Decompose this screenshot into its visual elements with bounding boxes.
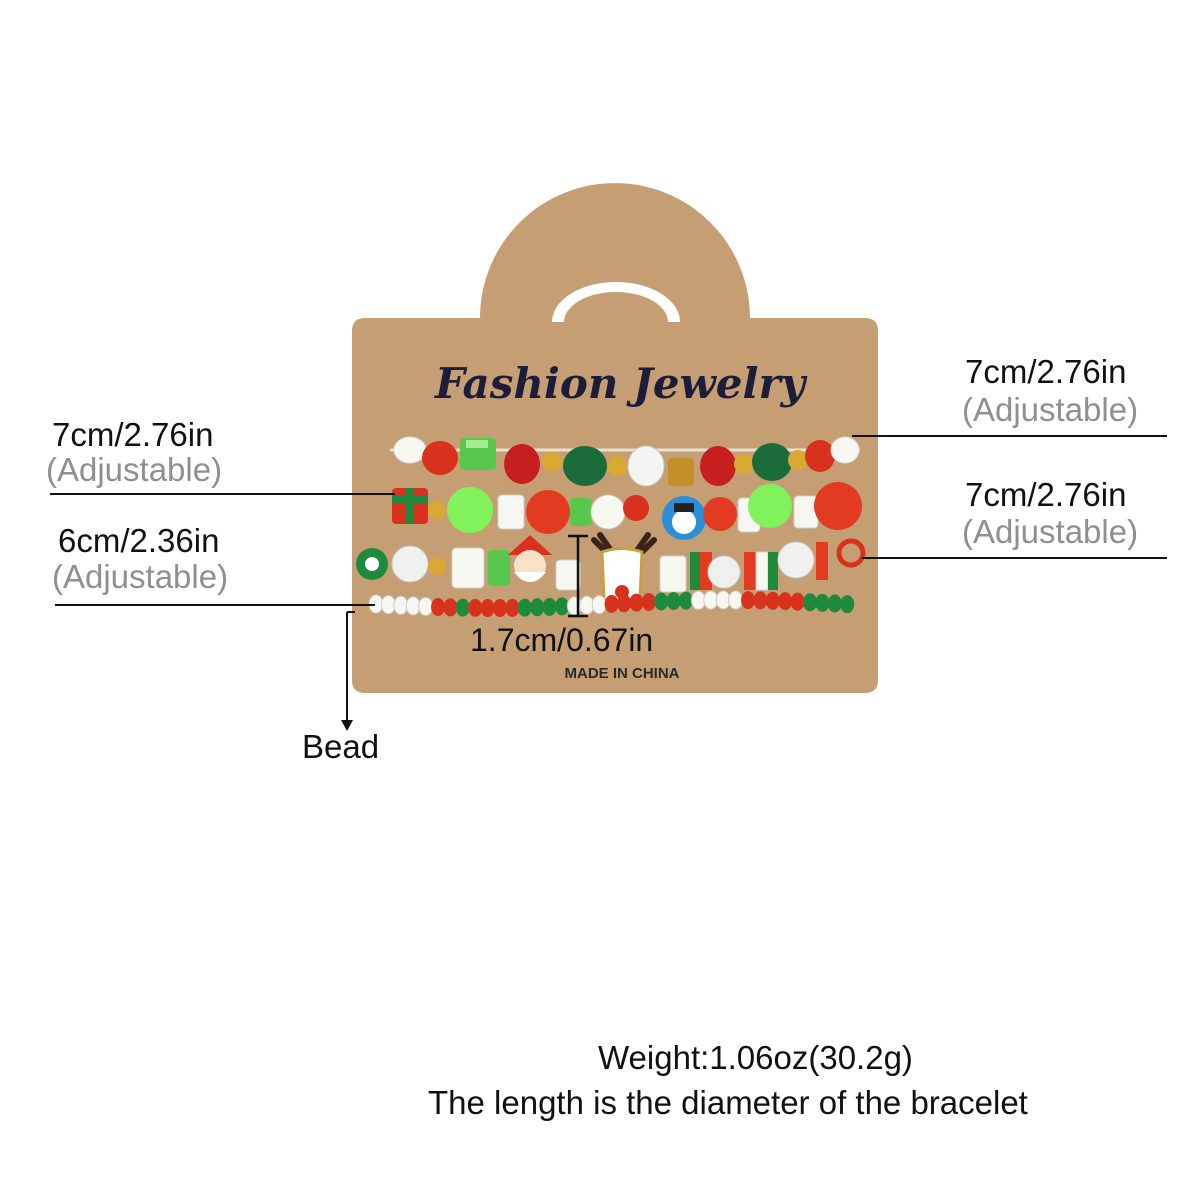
seed-bead — [604, 594, 619, 613]
seed-bead — [555, 597, 569, 616]
seed-bead — [728, 590, 744, 610]
seed-bead — [641, 592, 656, 611]
seed-bead — [542, 597, 557, 616]
reindeer-charm — [591, 532, 657, 555]
charm-height-label: 1.7cm/0.67in — [470, 622, 654, 658]
bracelet-1 — [390, 436, 860, 487]
seed-bead — [790, 592, 805, 611]
bead-label: Bead — [302, 728, 380, 765]
seed-bead — [765, 591, 780, 610]
hang-hole — [552, 282, 680, 322]
charm-height-bracket — [568, 534, 588, 618]
weight-text: Weight:1.06oz(30.2g) — [598, 1039, 913, 1076]
diameter-note: The length is the diameter of the bracel… — [428, 1084, 1028, 1121]
card-brand: Fashion Jewelry — [434, 359, 808, 408]
seed-bead — [455, 598, 470, 617]
seed-bead — [480, 598, 495, 617]
rule-left-top — [50, 493, 395, 495]
display-card — [352, 183, 878, 693]
santa-charm — [508, 535, 552, 555]
seed-bead — [840, 595, 855, 614]
rule-left-bottom — [55, 604, 375, 606]
seed-bead — [468, 598, 483, 617]
left-top-note: (Adjustable) — [46, 451, 223, 488]
seed-bead — [617, 594, 631, 613]
seed-bead — [666, 591, 681, 610]
right-mid-note: (Adjustable) — [962, 513, 1139, 550]
seed-bead — [654, 592, 669, 611]
seed-bead — [778, 592, 793, 611]
seed-bead — [405, 596, 421, 616]
card-origin: MADE IN CHINA — [565, 665, 680, 682]
seed-bead — [566, 596, 582, 616]
right-top-size: 7cm/2.76in — [965, 353, 1127, 390]
seed-bead — [815, 593, 830, 612]
seed-bead — [418, 596, 434, 616]
seed-bead — [517, 598, 532, 617]
seed-bead — [741, 591, 755, 610]
seed-bead — [380, 595, 396, 615]
seed-bead — [530, 598, 545, 617]
seed-bead — [827, 594, 842, 613]
bead-pointer — [341, 611, 355, 731]
bracelet-2 — [392, 482, 862, 540]
right-mid-size: 7cm/2.76in — [965, 476, 1127, 513]
seed-bead — [443, 598, 458, 617]
bracelet-4 — [368, 590, 855, 617]
seed-bead — [393, 595, 409, 615]
seed-bead — [505, 598, 520, 617]
bracelet-3 — [356, 532, 866, 609]
seed-bead — [591, 595, 607, 615]
seed-bead — [753, 591, 768, 610]
seed-bead — [493, 598, 507, 617]
left-top-size: 7cm/2.76in — [52, 416, 214, 453]
seed-bead — [431, 597, 445, 616]
seed-bead — [690, 590, 706, 610]
right-top-note: (Adjustable) — [962, 391, 1139, 428]
seed-bead — [629, 593, 644, 612]
rule-right-top — [852, 435, 1167, 437]
seed-bead — [579, 595, 595, 615]
left-bottom-note: (Adjustable) — [52, 558, 229, 595]
seed-bead — [679, 591, 693, 610]
rule-right-mid — [862, 557, 1167, 559]
left-bottom-size: 6cm/2.36in — [58, 522, 220, 559]
seed-bead — [803, 593, 817, 612]
